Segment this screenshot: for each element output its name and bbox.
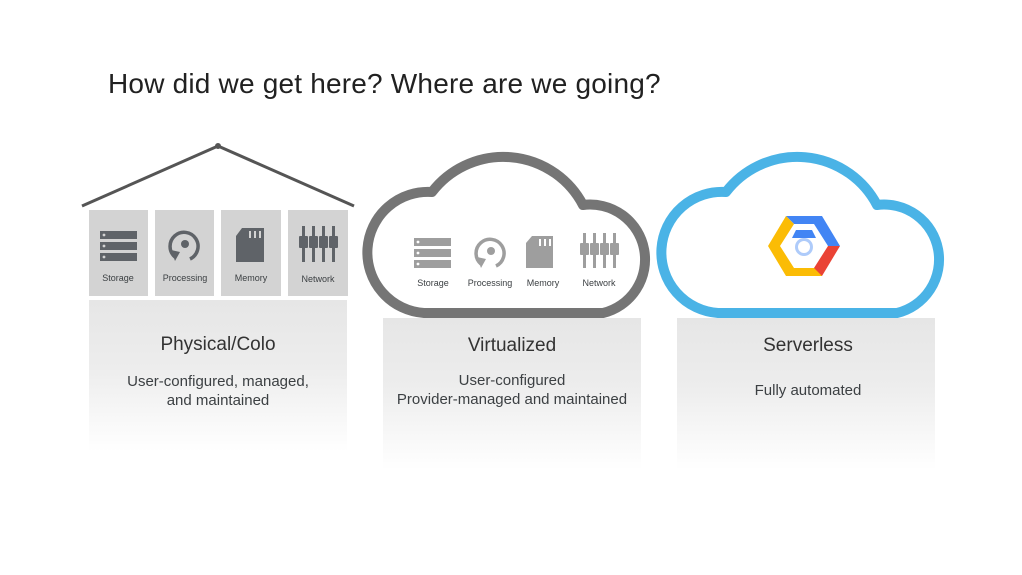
virtualized-desc-line1: User-configured bbox=[458, 372, 566, 389]
virtualized-panel bbox=[383, 318, 641, 470]
virtualized-label-network: Network bbox=[582, 278, 616, 288]
virtualized-column-text: Virtualized User-configured Provider-man… bbox=[362, 335, 662, 409]
google-cloud-logo-icon bbox=[768, 216, 840, 276]
virtualized-desc-line2: Provider-managed and maintained bbox=[396, 391, 628, 408]
house-roof-icon bbox=[81, 143, 355, 208]
physical-desc-line2: and maintained bbox=[166, 392, 270, 409]
physical-desc-line1: User-configured, managed, bbox=[127, 373, 309, 390]
serverless-panel bbox=[677, 318, 935, 470]
serverless-column-text: Serverless Fully automated bbox=[658, 335, 958, 400]
virtualized-cloud-icon bbox=[362, 151, 651, 318]
storage-icon bbox=[100, 231, 137, 261]
physical-label-processing: Processing bbox=[162, 273, 208, 283]
physical-heading: Physical/Colo bbox=[160, 334, 276, 355]
physical-panel bbox=[89, 300, 347, 452]
network-icon bbox=[580, 233, 619, 268]
virtualized-heading: Virtualized bbox=[467, 335, 557, 356]
house-block-processing bbox=[155, 210, 214, 296]
virtualized-label-storage: Storage bbox=[417, 278, 449, 288]
processing-icon bbox=[168, 230, 200, 261]
physical-label-network: Network bbox=[301, 274, 335, 284]
virtualized-label-processing: Processing bbox=[467, 278, 513, 288]
serverless-desc-line1: Fully automated bbox=[754, 382, 862, 399]
serverless-heading: Serverless bbox=[763, 335, 853, 356]
storage-icon bbox=[414, 238, 451, 268]
physical-label-memory: Memory bbox=[234, 273, 268, 283]
processing-icon bbox=[474, 237, 506, 268]
house-block-network bbox=[288, 210, 348, 296]
virtualized-label-memory: Memory bbox=[526, 278, 560, 288]
physical-label-storage: Storage bbox=[102, 273, 134, 283]
memory-icon bbox=[526, 236, 553, 268]
network-icon bbox=[299, 226, 338, 262]
memory-icon bbox=[236, 228, 264, 262]
physical-column-text: Physical/Colo User-configured, managed, … bbox=[68, 334, 368, 410]
slide-title: How did we get here? Where are we going? bbox=[108, 68, 661, 99]
